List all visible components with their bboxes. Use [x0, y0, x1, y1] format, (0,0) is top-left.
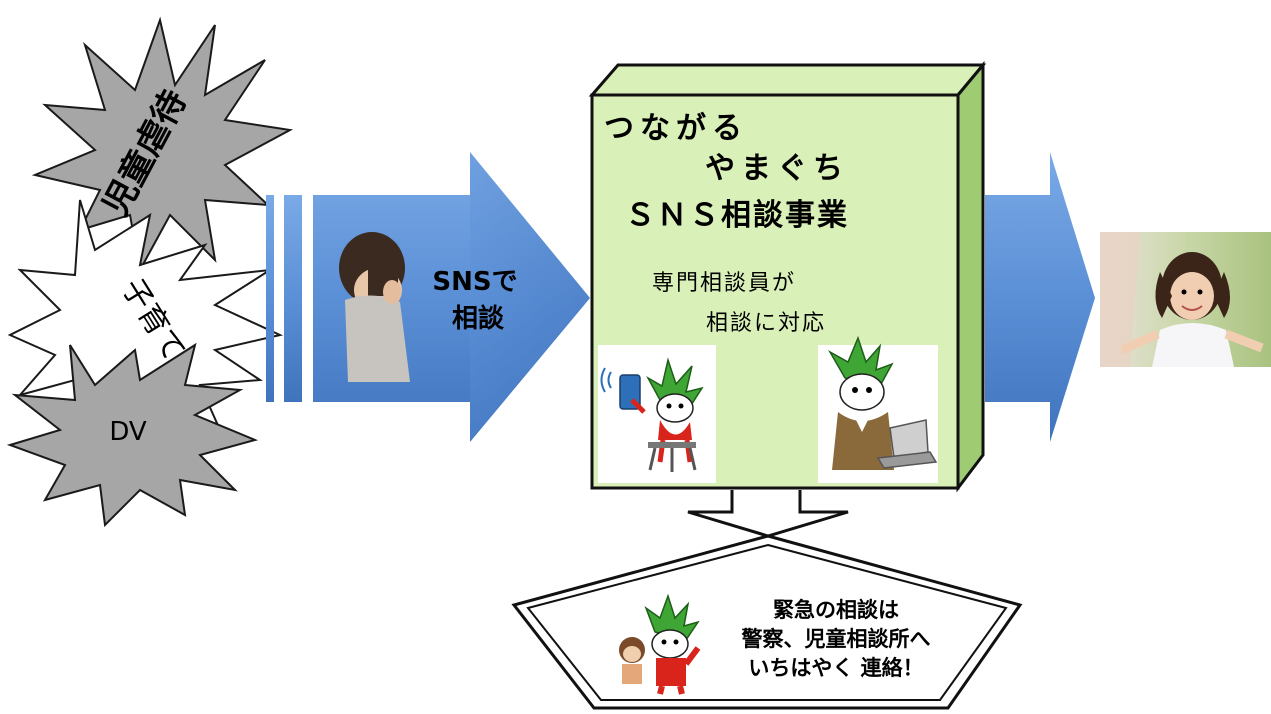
- callout-line2: 警察、児童相談所へ: [741, 627, 931, 651]
- child-on-phone-photo: [339, 232, 410, 382]
- mascot-with-smartphone: [598, 345, 716, 483]
- box-title-line2: やまぐち: [705, 151, 849, 186]
- arrow-label-line2: 相談: [452, 303, 505, 334]
- arrow-stripe-1: [266, 195, 274, 402]
- arrow-stripe-2: [284, 195, 302, 402]
- box-desc-line1: 専門相談員が: [652, 271, 796, 296]
- left-arrow: SNSで 相談: [266, 152, 590, 442]
- box-title-line3: ＳＮＳ相談事業: [625, 198, 849, 233]
- box-top: [588, 63, 987, 97]
- burst-dv: DV: [6, 342, 259, 528]
- callout-line3: いちはやく 連絡！: [748, 656, 923, 680]
- box-side: [956, 60, 985, 493]
- box-desc-line2: 相談に対応: [706, 311, 826, 336]
- sns-consultation-box: つながる やまぐち ＳＮＳ相談事業 専門相談員が 相談に対応: [588, 60, 987, 493]
- mascot-and-child: [619, 593, 701, 695]
- emergency-callout: 緊急の相談は 警察、児童相談所へ いちはやく 連絡！: [511, 534, 1023, 710]
- mascot-at-laptop: [818, 335, 938, 483]
- burst-label-dv: DV: [109, 417, 147, 447]
- box-title-line1: つながる: [604, 111, 748, 146]
- smiling-girl-photo: [1100, 232, 1271, 367]
- burst-child-abuse: 児童虐待: [31, 16, 294, 273]
- connector-arrow: [687, 490, 849, 538]
- arrow-label-line1: SNSで: [432, 267, 517, 297]
- arrow-body-right: [985, 152, 1095, 442]
- callout-line1: 緊急の相談は: [773, 598, 899, 622]
